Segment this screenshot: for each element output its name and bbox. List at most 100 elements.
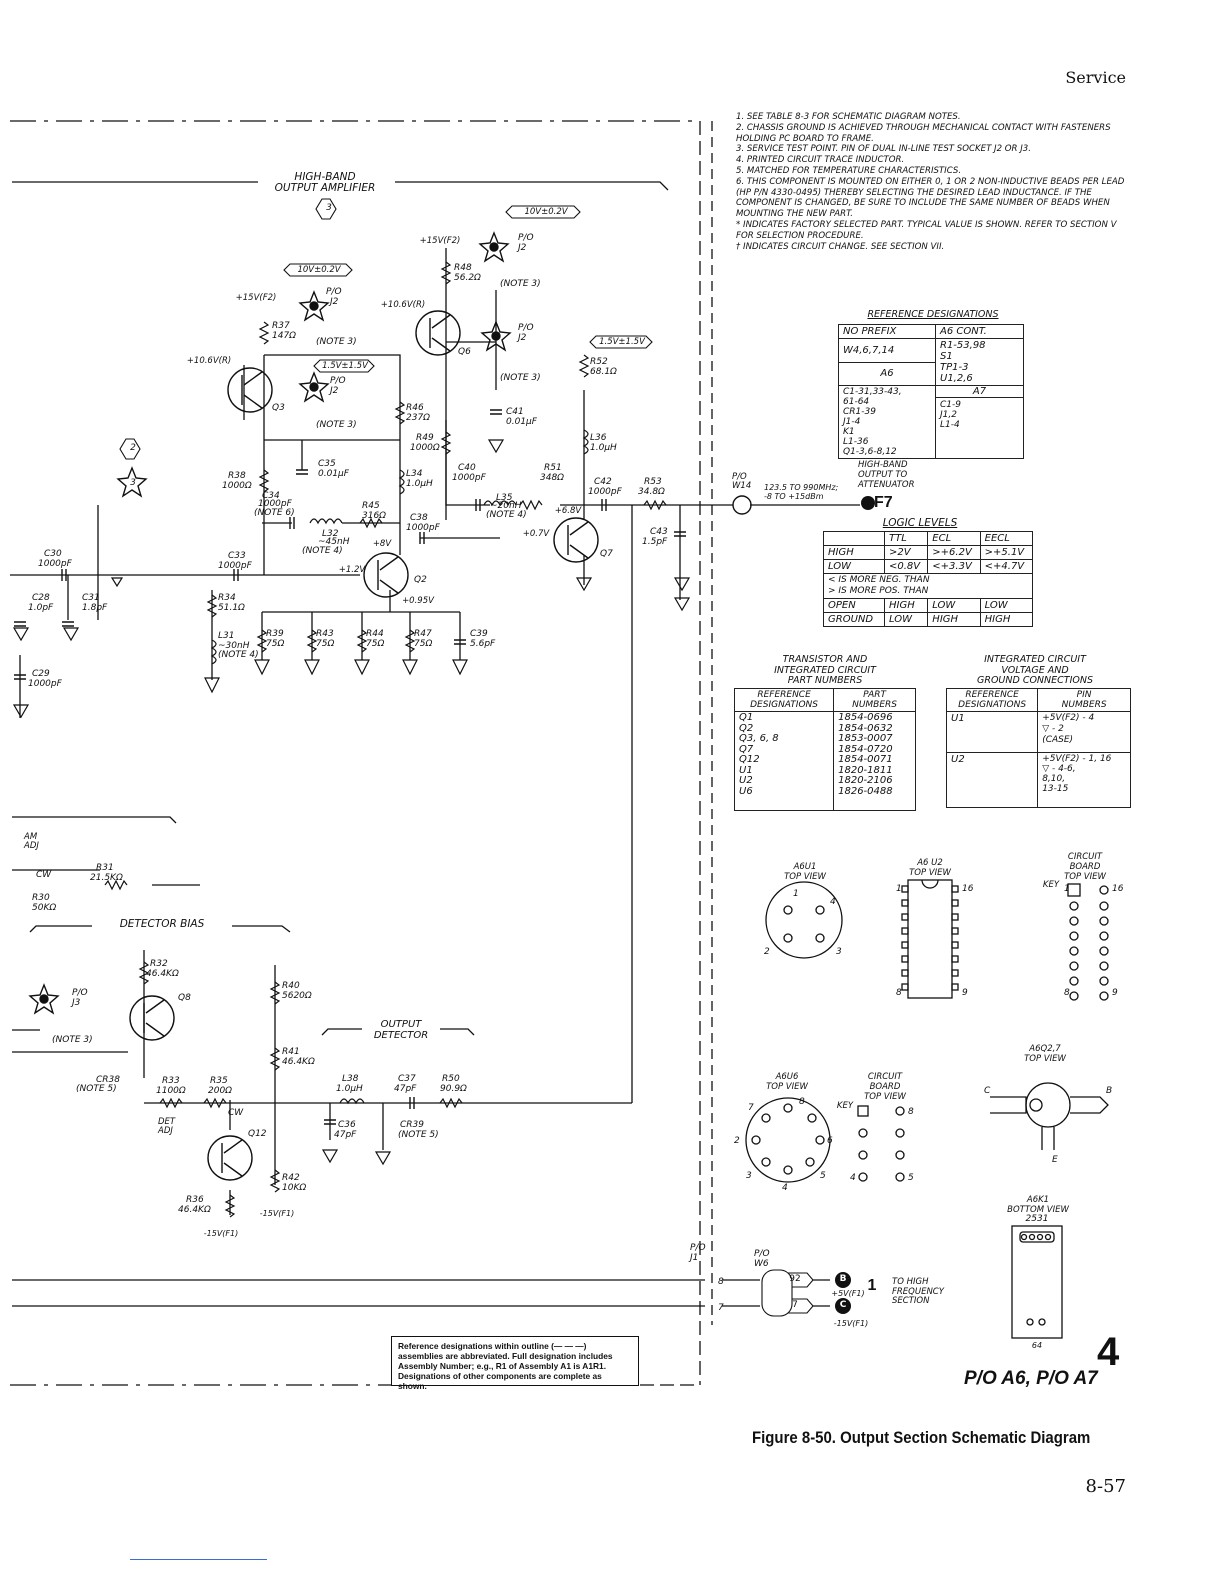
svg-text:CR39: CR39 [400,1120,424,1130]
tp-voltage-a: 10V±0.2V [524,207,568,217]
svg-text:C30: C30 [44,549,62,559]
svg-text:R30: R30 [32,893,50,903]
logic-cell: HIGH [927,612,981,627]
pin-c: C [839,1300,847,1310]
svg-text:47pF: 47pF [394,1084,417,1094]
det-adj-label: DET ADJ [158,1117,176,1136]
svg-text:46.4KΩ: 46.4KΩ [178,1205,211,1215]
svg-text:Q3: Q3 [272,403,285,413]
output-detector-title: OUTPUT DETECTOR [373,1019,429,1041]
note-3: 3. SERVICE TEST POINT. PIN OF DUAL IN-LI… [736,144,1031,155]
svg-text:75Ω: 75Ω [266,639,284,649]
svg-text:C38: C38 [410,513,428,523]
logic-note-2: > IS MORE POS. THAN [828,586,929,596]
ic-header-pins: PIN NUMBERS [1037,688,1131,712]
tt-parts: 1854-0696 1854-0632 1853-0007 1854-0720 … [833,711,916,811]
svg-text:CR38: CR38 [96,1075,120,1085]
svg-text:51.1Ω: 51.1Ω [218,603,245,613]
logic-h3: EECL [979,531,1034,546]
note-dagger: † INDICATES CIRCUIT CHANGE. SEE SECTION … [736,241,945,252]
svg-text:R35: R35 [210,1076,228,1086]
svg-text:R31: R31 [96,863,114,873]
wire-7: 7 [792,1300,798,1310]
svg-text:R36: R36 [186,1195,204,1205]
svg-text:C41: C41 [506,407,524,417]
svg-text:5620Ω: 5620Ω [282,991,312,1001]
svg-text:W6: W6 [754,1259,769,1269]
svg-text:R43: R43 [316,629,334,639]
svg-text:(NOTE 6): (NOTE 6) [254,508,295,518]
ref-col2-r1-text: R1-53,98 [940,340,986,351]
section-number: 4 [1097,1330,1120,1374]
rail-p5vf1: +5V(F1) [831,1289,865,1298]
svg-text:Q12: Q12 [248,1129,267,1139]
logic-cell: HIGH [823,545,885,560]
svg-text:(NOTE 5): (NOTE 5) [76,1084,117,1094]
svg-text:(NOTE 4): (NOTE 4) [302,546,343,556]
board2-view-label: CIRCUIT BOARD TOP VIEW [864,1072,906,1102]
key-label-2: KEY [836,1101,854,1111]
ic-header-ref: REFERENCE DESIGNATIONS [945,688,1039,712]
svg-text:R39: R39 [266,629,284,639]
hb-amp-title: HIGH-BAND OUTPUT AMPLIFIER [274,171,376,194]
svg-text:C35: C35 [318,459,336,469]
svg-text:1000pF: 1000pF [218,561,253,571]
ref-col1-a6: A6 [838,361,936,386]
svg-text:46.4KΩ: 46.4KΩ [146,969,179,979]
ref-col2-row1: R1-53,98 S1 TP1-3 U1,2,6 [935,338,1024,386]
svg-text:56.2Ω: 56.2Ω [454,273,481,283]
ic-u1-pins: +5V(F2) - 4 ▽ - 2 (CASE) [1037,711,1131,753]
svg-text:75Ω: 75Ω [316,639,334,649]
tp-3-label: 3 [130,478,136,488]
svg-text:R46: R46 [406,403,424,413]
svg-text:R45: R45 [362,501,380,511]
svg-text:1000pF: 1000pF [258,499,293,509]
logic-h1: TTL [883,531,929,546]
note-asterisk: * INDICATES FACTORY SELECTED PART. TYPIC… [736,219,1117,241]
svg-text:(NOTE 3): (NOTE 3) [316,337,357,347]
svg-text:CW: CW [36,870,52,880]
svg-text:1000pF: 1000pF [38,559,73,569]
svg-text:P/O: P/O [72,988,88,998]
rail-m15vf1: -15V(F1) [833,1319,869,1328]
svg-text:CW: CW [228,1108,244,1118]
svg-text:P/O: P/O [518,323,534,333]
svg-text:5.6pF: 5.6pF [470,639,496,649]
svg-text:R37: R37 [272,321,290,331]
svg-text:R48: R48 [454,263,472,273]
svg-text:R41: R41 [282,1047,300,1057]
logic-note-cell: < IS MORE NEG. THAN> IS MORE POS. THAN [823,573,1033,599]
svg-text:J2: J2 [516,243,527,253]
output-label: HIGH-BAND OUTPUT TO ATTENUATOR [858,460,915,490]
note-6: 6. THIS COMPONENT IS MOUNTED ON EITHER 0… [736,176,1125,220]
svg-text:1000pF: 1000pF [28,679,63,689]
svg-text:L34: L34 [406,469,423,479]
svg-text:1000pF: 1000pF [588,487,623,497]
svg-text:C43: C43 [650,527,668,537]
svg-text:1000Ω: 1000Ω [222,481,252,491]
svg-text:C36: C36 [338,1120,356,1130]
svg-text:7: 7 [718,1303,724,1313]
rail-m15vf1-b: -15V(F1) [259,1209,295,1218]
ic-table-title: INTEGRATED CIRCUIT VOLTAGE AND GROUND CO… [976,654,1093,686]
note-1: 1. SEE TABLE 8-3 FOR SCHEMATIC DIAGRAM N… [736,112,961,122]
rail-p095: +0.95V [402,596,434,606]
note-2: 2. CHASSIS GROUND IS ACHIEVED THROUGH ME… [736,122,1111,144]
transistor-table-title: TRANSISTOR AND INTEGRATED CIRCUIT PART N… [774,654,876,686]
svg-text:Q6: Q6 [458,347,471,357]
logic-cell: <+4.7V [979,559,1034,574]
ref-col2-a7-items: C1-9 J1,2 L1-4 [940,400,961,430]
logic-cell: LOW [979,598,1034,613]
svg-text:R53: R53 [644,477,662,487]
logic-cell: >+5.1V [979,545,1034,560]
logic-h2: ECL [927,531,981,546]
svg-text:J1: J1 [688,1253,698,1263]
svg-text:50KΩ: 50KΩ [32,903,56,913]
svg-text:68.1Ω: 68.1Ω [590,367,617,377]
svg-text:75Ω: 75Ω [414,639,432,649]
svg-text:1.0pF: 1.0pF [28,603,54,613]
